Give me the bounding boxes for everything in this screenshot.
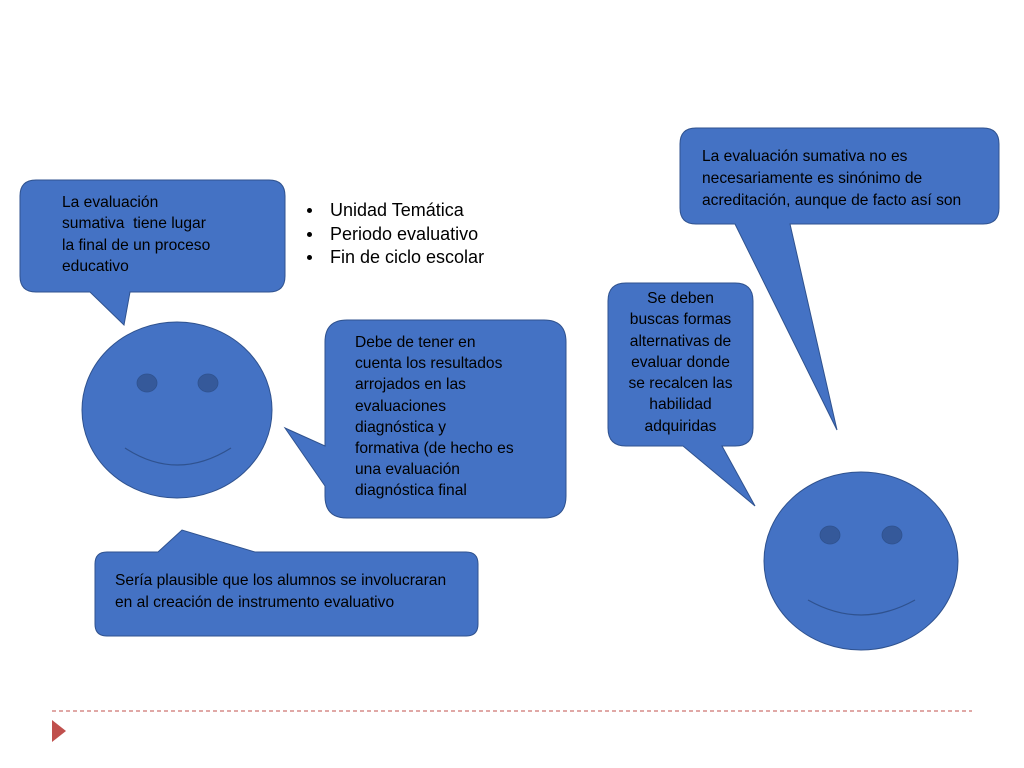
bubble-text-line: formativa (de hecho es (355, 440, 514, 458)
speech-bubble-top-right-text: La evaluación sumativa no es necesariame… (702, 146, 961, 212)
bubble-text-line: evaluaciones (355, 397, 447, 415)
bubble-text-line: Se deben (647, 290, 714, 307)
bullet-item-label: Fin de ciclo escolar (330, 247, 485, 267)
speech-bubble-center (283, 319, 567, 519)
speech-bubble-bottom (94, 529, 479, 637)
bubble-text-line: evaluar donde (631, 353, 730, 371)
bubble-text-line: Sería plausible que los alumnos se invol… (115, 572, 447, 589)
topic-bullet-list: Unidad Temática Periodo evaluativo Fin d… (304, 199, 484, 270)
bubble-text-line: diagnóstica final (355, 482, 467, 500)
bubble-text-line: una evaluación (355, 461, 460, 479)
bullet-item-label: Unidad Temática (330, 200, 464, 220)
bubble-text-line: cuenta los resultados (355, 355, 503, 373)
face-circle (81, 321, 273, 499)
speech-bubble-top-right (679, 127, 1000, 431)
speech-bubble-center-text: Debe de tener en cuenta los resultados a… (355, 332, 514, 502)
speech-bubble-right (607, 282, 756, 507)
left-eye (136, 373, 158, 393)
smile-mouth (124, 447, 232, 466)
bubble-text-line: arrojados en las (355, 376, 466, 394)
bubble-text-line: La evaluación (62, 194, 159, 211)
bullet-dot-icon (307, 255, 312, 261)
smiley-face-left-icon (81, 321, 273, 499)
left-eye (819, 525, 841, 545)
bubble-text-line: la final de un proceso (62, 236, 211, 254)
bubble-text-line: buscas formas (629, 311, 732, 329)
bubble-text-line: diagnóstica y (355, 418, 447, 436)
bullet-dot-icon (307, 231, 312, 237)
speech-bubble-top-left (19, 179, 286, 327)
bubble-text-line: acreditación, aunque de facto así son (702, 192, 962, 209)
bullet-dot-icon (307, 208, 312, 214)
bubble-text-line: La evaluación sumativa no es (702, 148, 908, 165)
bubble-text-line: sumativa tiene lugar (62, 215, 206, 233)
speech-bubble-top-left-text: La evaluación sumativa tiene lugar la fi… (62, 192, 210, 277)
bubble-text-line: educativo (62, 257, 129, 275)
right-eye (197, 373, 219, 393)
bubble-text-line: habilidad (649, 396, 712, 414)
smile-mouth (807, 599, 916, 616)
speech-bubble-right-text: Se deben buscas formas alternativas de e… (608, 288, 753, 437)
bubble-text-line: alternativas de (629, 332, 732, 350)
bubble-text-line: Debe de tener en (355, 334, 476, 351)
bubble-text-line: se recalcen las (628, 375, 733, 393)
triangle-right-icon (52, 720, 66, 742)
bullet-item: Periodo evaluativo (304, 223, 484, 247)
bullet-item: Unidad Temática (304, 199, 484, 223)
bubble-text-line: necesariamente es sinónimo de (702, 170, 923, 187)
bubble-text-line: adquiridas (644, 417, 717, 435)
bullet-item: Fin de ciclo escolar (304, 246, 484, 270)
speech-bubble-bottom-text: Sería plausible que los alumnos se invol… (115, 570, 446, 614)
smiley-face-right-icon (763, 471, 959, 651)
bullet-item-label: Periodo evaluativo (330, 223, 479, 244)
bubble-text-line: en al creación de instrumento evaluativo (115, 594, 395, 611)
right-eye (881, 525, 903, 545)
face-circle (763, 471, 959, 651)
